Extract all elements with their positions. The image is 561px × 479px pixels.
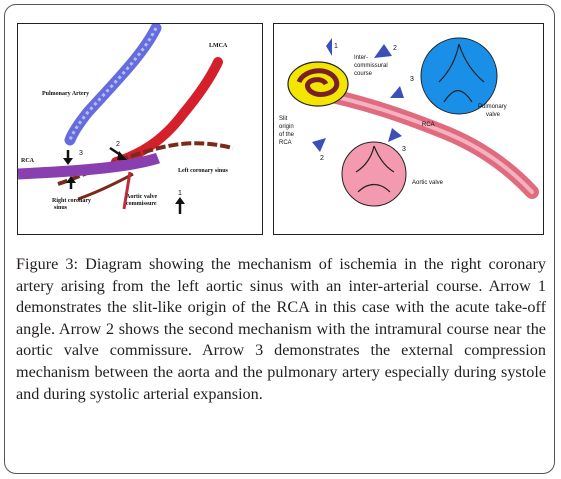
aortic-valve-shape: [341, 141, 407, 207]
arrow-3-down-icon: [63, 150, 73, 165]
slit-origin-label-3: of the: [279, 132, 295, 138]
arrow-3-mid-icon: [390, 86, 404, 98]
aortic-valve-commissure-label-2: commissure: [126, 201, 157, 207]
slit-origin-label-2: origin: [279, 124, 294, 130]
origin-coil-shape: [296, 68, 340, 97]
pulmonary-valve-shape: [420, 37, 498, 115]
rca-shape: [18, 152, 161, 180]
right-coronary-sinus-label-2: sinus: [54, 205, 68, 211]
right-diagram-panel: 1 2 3 2 3 Inter- commissural course Slit…: [273, 23, 544, 235]
arrow-1-number: 1: [178, 190, 182, 197]
arrow-number-mid3: 3: [410, 76, 414, 83]
arrow-number-low2: 2: [320, 155, 324, 162]
arrow-2-icon: [109, 146, 127, 160]
inter-commissural-label-1: Inter-: [354, 55, 368, 61]
right-coronary-sinus-label-1: Right coronary: [52, 198, 91, 204]
slit-origin-label-1: Slit: [279, 116, 288, 122]
inter-commissural-label-3: course: [354, 71, 373, 77]
left-diagram-panel: LMCA Pulmonary Artery RCA 3 2 1 Right co…: [17, 23, 263, 235]
arrow-2-top-icon: [374, 44, 392, 58]
aortic-valve-label: Aortic valve: [412, 180, 444, 186]
slit-origin-label-4: RCA: [279, 140, 292, 146]
arrow-2-low-icon: [312, 138, 326, 152]
rca-label-left: RCA: [21, 158, 35, 164]
rca-label-right: RCA: [422, 122, 435, 128]
arrow-1-top-icon: [326, 38, 332, 56]
lmca-label: LMCA: [209, 43, 228, 49]
pulmonary-artery-label: Pulmonary Artery: [42, 91, 89, 97]
arrow-number-top1: 1: [334, 43, 338, 50]
arrow-3-low-icon: [388, 128, 402, 142]
arrow-1-icon: [175, 197, 185, 214]
figure-label: Figure 3:: [16, 255, 79, 273]
aortic-valve-commissure-label-1: Aortic valve: [126, 194, 157, 200]
arrow-3-up-icon: [66, 176, 76, 189]
arrow-3-number: 3: [79, 150, 83, 157]
arrow-2-number: 2: [116, 141, 120, 148]
left-diagram: LMCA Pulmonary Artery RCA 3 2 1 Right co…: [18, 24, 234, 214]
pulmonary-valve-label-1: Pulmonary: [478, 104, 507, 110]
figure-caption: Figure 3: Diagram showing the mechanism …: [16, 254, 546, 405]
lmca-shape: [111, 57, 223, 167]
pulmonary-artery-shape: [64, 24, 162, 146]
pulmonary-valve-label-2: valve: [486, 112, 501, 118]
left-coronary-sinus-label: Left coronary sinus: [178, 168, 229, 174]
arrow-number-low3: 3: [402, 146, 406, 153]
inter-commissural-label-2: commissural: [354, 63, 388, 69]
caption-text: Diagram showing the mechanism of ischemi…: [16, 255, 546, 403]
right-diagram: 1 2 3 2 3 Inter- commissural course Slit…: [279, 37, 539, 207]
arrow-number-top2: 2: [393, 45, 397, 52]
